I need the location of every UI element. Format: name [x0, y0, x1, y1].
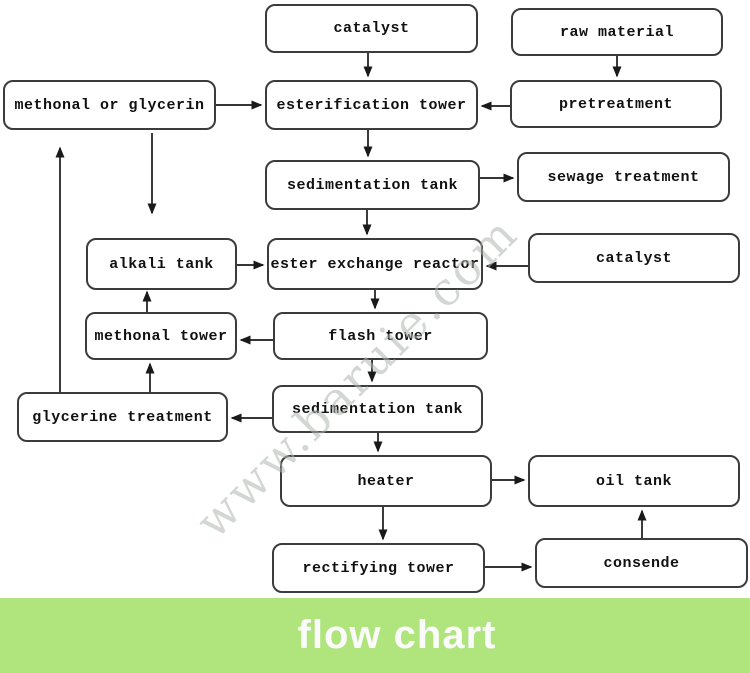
node-sewage-treatment: sewage treatment — [517, 152, 730, 202]
node-label-consende: consende — [603, 554, 680, 572]
node-ester-exchange-reactor: ester exchange reactor — [267, 238, 483, 290]
node-label-methonal-tower: methonal tower — [94, 327, 228, 345]
node-oil-tank: oil tank — [528, 455, 740, 507]
node-label-catalyst-top: catalyst — [333, 20, 410, 37]
node-flash-tower: flash tower — [273, 312, 488, 360]
node-alkali-tank: alkali tank — [86, 238, 237, 290]
node-label-oil-tank: oil tank — [595, 472, 672, 490]
node-label-esterification-tower: esterification tower — [276, 96, 467, 114]
node-label-sedimentation-tank-2: sedimentation tank — [291, 400, 464, 418]
banner-title: flow chart — [297, 613, 497, 657]
node-methonal-or-glycerin: methonal or glycerin — [3, 80, 216, 130]
node-heater: heater — [280, 455, 492, 507]
node-label-heater: heater — [357, 472, 415, 490]
node-label-raw-material: raw material — [559, 23, 675, 41]
node-sedimentation-tank-1: sedimentation tank — [265, 160, 480, 210]
node-label-glycerine-treatment: glycerine treatment — [32, 408, 213, 426]
node-esterification-tower: esterification tower — [265, 80, 478, 130]
node-label-alkali-tank: alkali tank — [109, 255, 214, 273]
node-label-rectifying-tower: rectifying tower — [302, 559, 455, 577]
node-label-catalyst-right: catalyst — [595, 249, 672, 267]
node-glycerine-treatment: glycerine treatment — [17, 392, 228, 442]
banner: flow chart — [0, 598, 750, 673]
node-consende: consende — [535, 538, 748, 588]
node-label-sedimentation-tank-1: sedimentation tank — [286, 176, 459, 194]
node-label-methonal-or-glycerin: methonal or glycerin — [14, 96, 205, 114]
node-catalyst-top: catalyst — [265, 4, 478, 53]
node-sedimentation-tank-2: sedimentation tank — [272, 385, 483, 433]
node-pretreatment: pretreatment — [510, 80, 722, 128]
node-label-ester-exchange-reactor: ester exchange reactor — [270, 255, 480, 273]
node-label-flash-tower: flash tower — [328, 327, 433, 345]
node-label-pretreatment: pretreatment — [558, 95, 674, 113]
node-rectifying-tower: rectifying tower — [272, 543, 485, 593]
node-catalyst-right: catalyst — [528, 233, 740, 283]
node-raw-material: raw material — [511, 8, 723, 56]
node-methonal-tower: methonal tower — [85, 312, 237, 360]
node-label-sewage-treatment: sewage treatment — [547, 168, 700, 186]
